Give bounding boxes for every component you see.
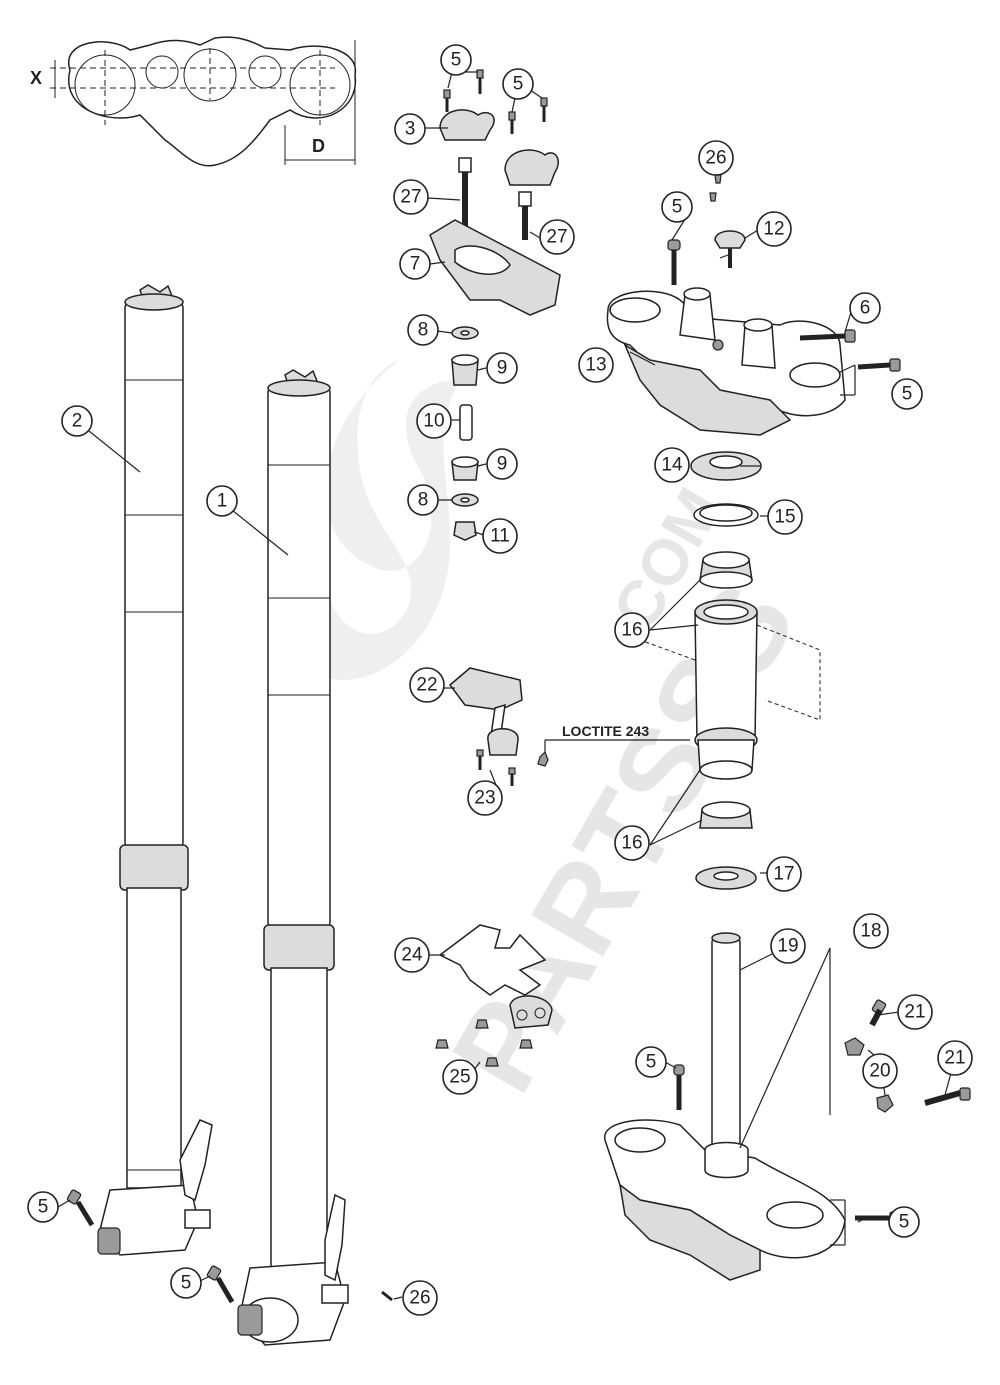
svg-text:5: 5 (38, 1197, 49, 1218)
center-small-parts (451, 326, 479, 541)
svg-text:24: 24 (401, 945, 423, 966)
callout-22: 22 (409, 667, 445, 703)
svg-text:7: 7 (410, 254, 421, 275)
svg-text:2: 2 (72, 411, 83, 432)
callout-8: 8 (407, 484, 439, 516)
svg-text:16: 16 (621, 620, 642, 641)
fork-leg-1 (237, 369, 349, 1346)
svg-text:5: 5 (672, 197, 683, 218)
lower-triple-clamp-18-19 (604, 932, 971, 1281)
svg-text:19: 19 (777, 936, 798, 957)
svg-text:12: 12 (763, 219, 784, 240)
callout-5: 5 (661, 191, 693, 223)
upper-clamp-outline-drawing: X D (30, 36, 357, 167)
callout-21: 21 (937, 1040, 973, 1076)
svg-text:1: 1 (217, 491, 228, 512)
svg-text:26: 26 (409, 1288, 430, 1309)
callout-16: 16 (614, 825, 650, 861)
watermark-logo-shape (300, 360, 460, 680)
bracket-22-23: LOCTITE 243 (448, 667, 690, 786)
callout-17: 17 (766, 856, 802, 892)
svg-text:11: 11 (490, 526, 510, 547)
dimension-x-label: X (30, 68, 42, 88)
callout-27: 27 (393, 179, 429, 215)
svg-text:25: 25 (449, 1067, 470, 1088)
svg-text:27: 27 (546, 227, 567, 248)
callout-5: 5 (635, 1046, 667, 1078)
svg-text:10: 10 (423, 411, 444, 432)
upper-triple-clamp-13 (606, 174, 901, 436)
svg-text:5: 5 (646, 1052, 657, 1073)
svg-text:17: 17 (773, 864, 794, 885)
callout-27: 27 (539, 219, 575, 255)
dimension-d-label: D (312, 136, 325, 156)
svg-text:15: 15 (774, 507, 795, 528)
handlebar-clamp-assembly (429, 69, 561, 316)
svg-text:13: 13 (585, 355, 606, 376)
fork-leg-2 (97, 284, 213, 1256)
svg-text:3: 3 (405, 119, 416, 140)
svg-text:5: 5 (513, 74, 524, 95)
svg-text:18: 18 (860, 921, 881, 942)
callout-3: 3 (394, 113, 426, 145)
svg-text:16: 16 (621, 833, 642, 854)
callout-2: 2 (61, 405, 93, 437)
svg-text:9: 9 (497, 358, 508, 379)
callout-13: 13 (578, 347, 614, 383)
bolt-5-right-leg (206, 1265, 235, 1304)
callout-25: 25 (442, 1059, 478, 1095)
svg-text:5: 5 (451, 50, 462, 71)
svg-text:8: 8 (418, 320, 429, 341)
svg-text:6: 6 (860, 298, 871, 319)
svg-text:21: 21 (904, 1002, 925, 1023)
svg-text:5: 5 (181, 1273, 192, 1294)
callout-6: 6 (849, 292, 881, 324)
callout-1: 1 (206, 485, 238, 517)
svg-text:27: 27 (400, 187, 421, 208)
callout-5: 5 (502, 68, 534, 100)
callout-5: 5 (440, 44, 472, 76)
bolt-5-left-leg (66, 1189, 95, 1227)
callout-15: 15 (767, 499, 803, 535)
callout-9: 9 (486, 448, 518, 480)
callout-9: 9 (486, 352, 518, 384)
callout-24: 24 (394, 937, 430, 973)
svg-text:20: 20 (869, 1061, 890, 1082)
svg-text:5: 5 (902, 384, 913, 405)
svg-text:26: 26 (705, 148, 726, 169)
svg-text:5: 5 (899, 1212, 910, 1233)
svg-text:22: 22 (416, 675, 437, 696)
callout-20: 20 (862, 1053, 898, 1089)
callout-19: 19 (770, 928, 806, 964)
callout-5: 5 (27, 1191, 59, 1223)
screw-26-bottom (381, 1290, 393, 1302)
steering-bearing-stack (639, 451, 821, 890)
callout-16: 16 (614, 612, 650, 648)
callout-12: 12 (756, 211, 792, 247)
callout-7: 7 (399, 248, 431, 280)
callout-23: 23 (467, 780, 503, 816)
callout-8: 8 (407, 314, 439, 346)
callout-11: 11 (482, 518, 518, 554)
svg-text:8: 8 (418, 490, 429, 511)
callout-14: 14 (654, 447, 690, 483)
callout-5: 5 (170, 1267, 202, 1299)
loctite-label: LOCTITE 243 (562, 723, 649, 739)
svg-text:9: 9 (497, 454, 508, 475)
svg-text:14: 14 (661, 455, 683, 476)
bracket-24-25 (435, 924, 553, 1067)
callout-26: 26 (698, 140, 734, 176)
callout-5: 5 (891, 378, 923, 410)
callout-5: 5 (888, 1206, 920, 1238)
callout-21: 21 (897, 994, 933, 1030)
svg-text:21: 21 (944, 1048, 965, 1069)
callout-26: 26 (402, 1280, 438, 1316)
callout-18: 18 (853, 913, 889, 949)
callout-10: 10 (416, 403, 452, 439)
svg-text:23: 23 (474, 788, 495, 809)
